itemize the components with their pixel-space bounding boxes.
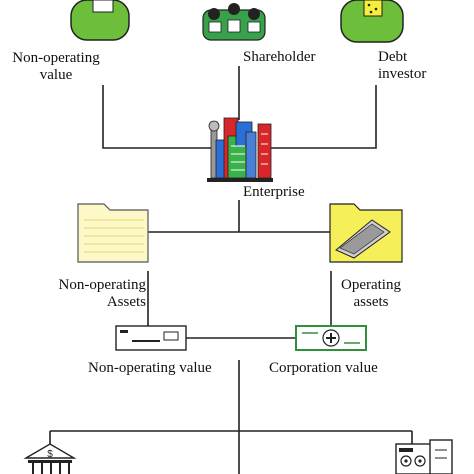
folder-icon [77,203,149,263]
people-group-icon [202,3,266,41]
label-line-2: Assets [106,294,146,310]
label-line-1: Non-operating [58,277,146,293]
label-line-1: Non-operating [12,50,100,66]
label-line-2: assets [353,294,389,310]
shareholder-label: Shareholder [243,49,316,65]
label-line-2: investor [378,66,427,82]
non-operating-assets-label: Non-operating Assets [8,277,146,311]
city-buildings-icon [207,117,273,182]
non-operating-value-label: Non-operating value [88,360,212,376]
operating-assets-label: Operating assets [326,277,416,311]
open-folder-icon [329,203,403,263]
check-icon [115,325,187,351]
enterprise-label: Enterprise [243,184,305,200]
svg-text:$: $ [47,449,53,460]
label-line-1: Operating [341,277,401,293]
person-icon [340,0,404,43]
non-operating-value-top-label: Non-operating value [0,50,112,84]
label-line-1: Debt [378,49,408,65]
debt-investor-label: Debt investor [378,49,426,83]
person-icon [70,0,130,41]
bank-icon: $ [23,443,77,474]
corporation-value-label: Corporation value [269,360,378,376]
machine-icon [395,439,453,474]
plus-cheque-icon [295,325,367,351]
label-line-2: value [39,67,73,83]
